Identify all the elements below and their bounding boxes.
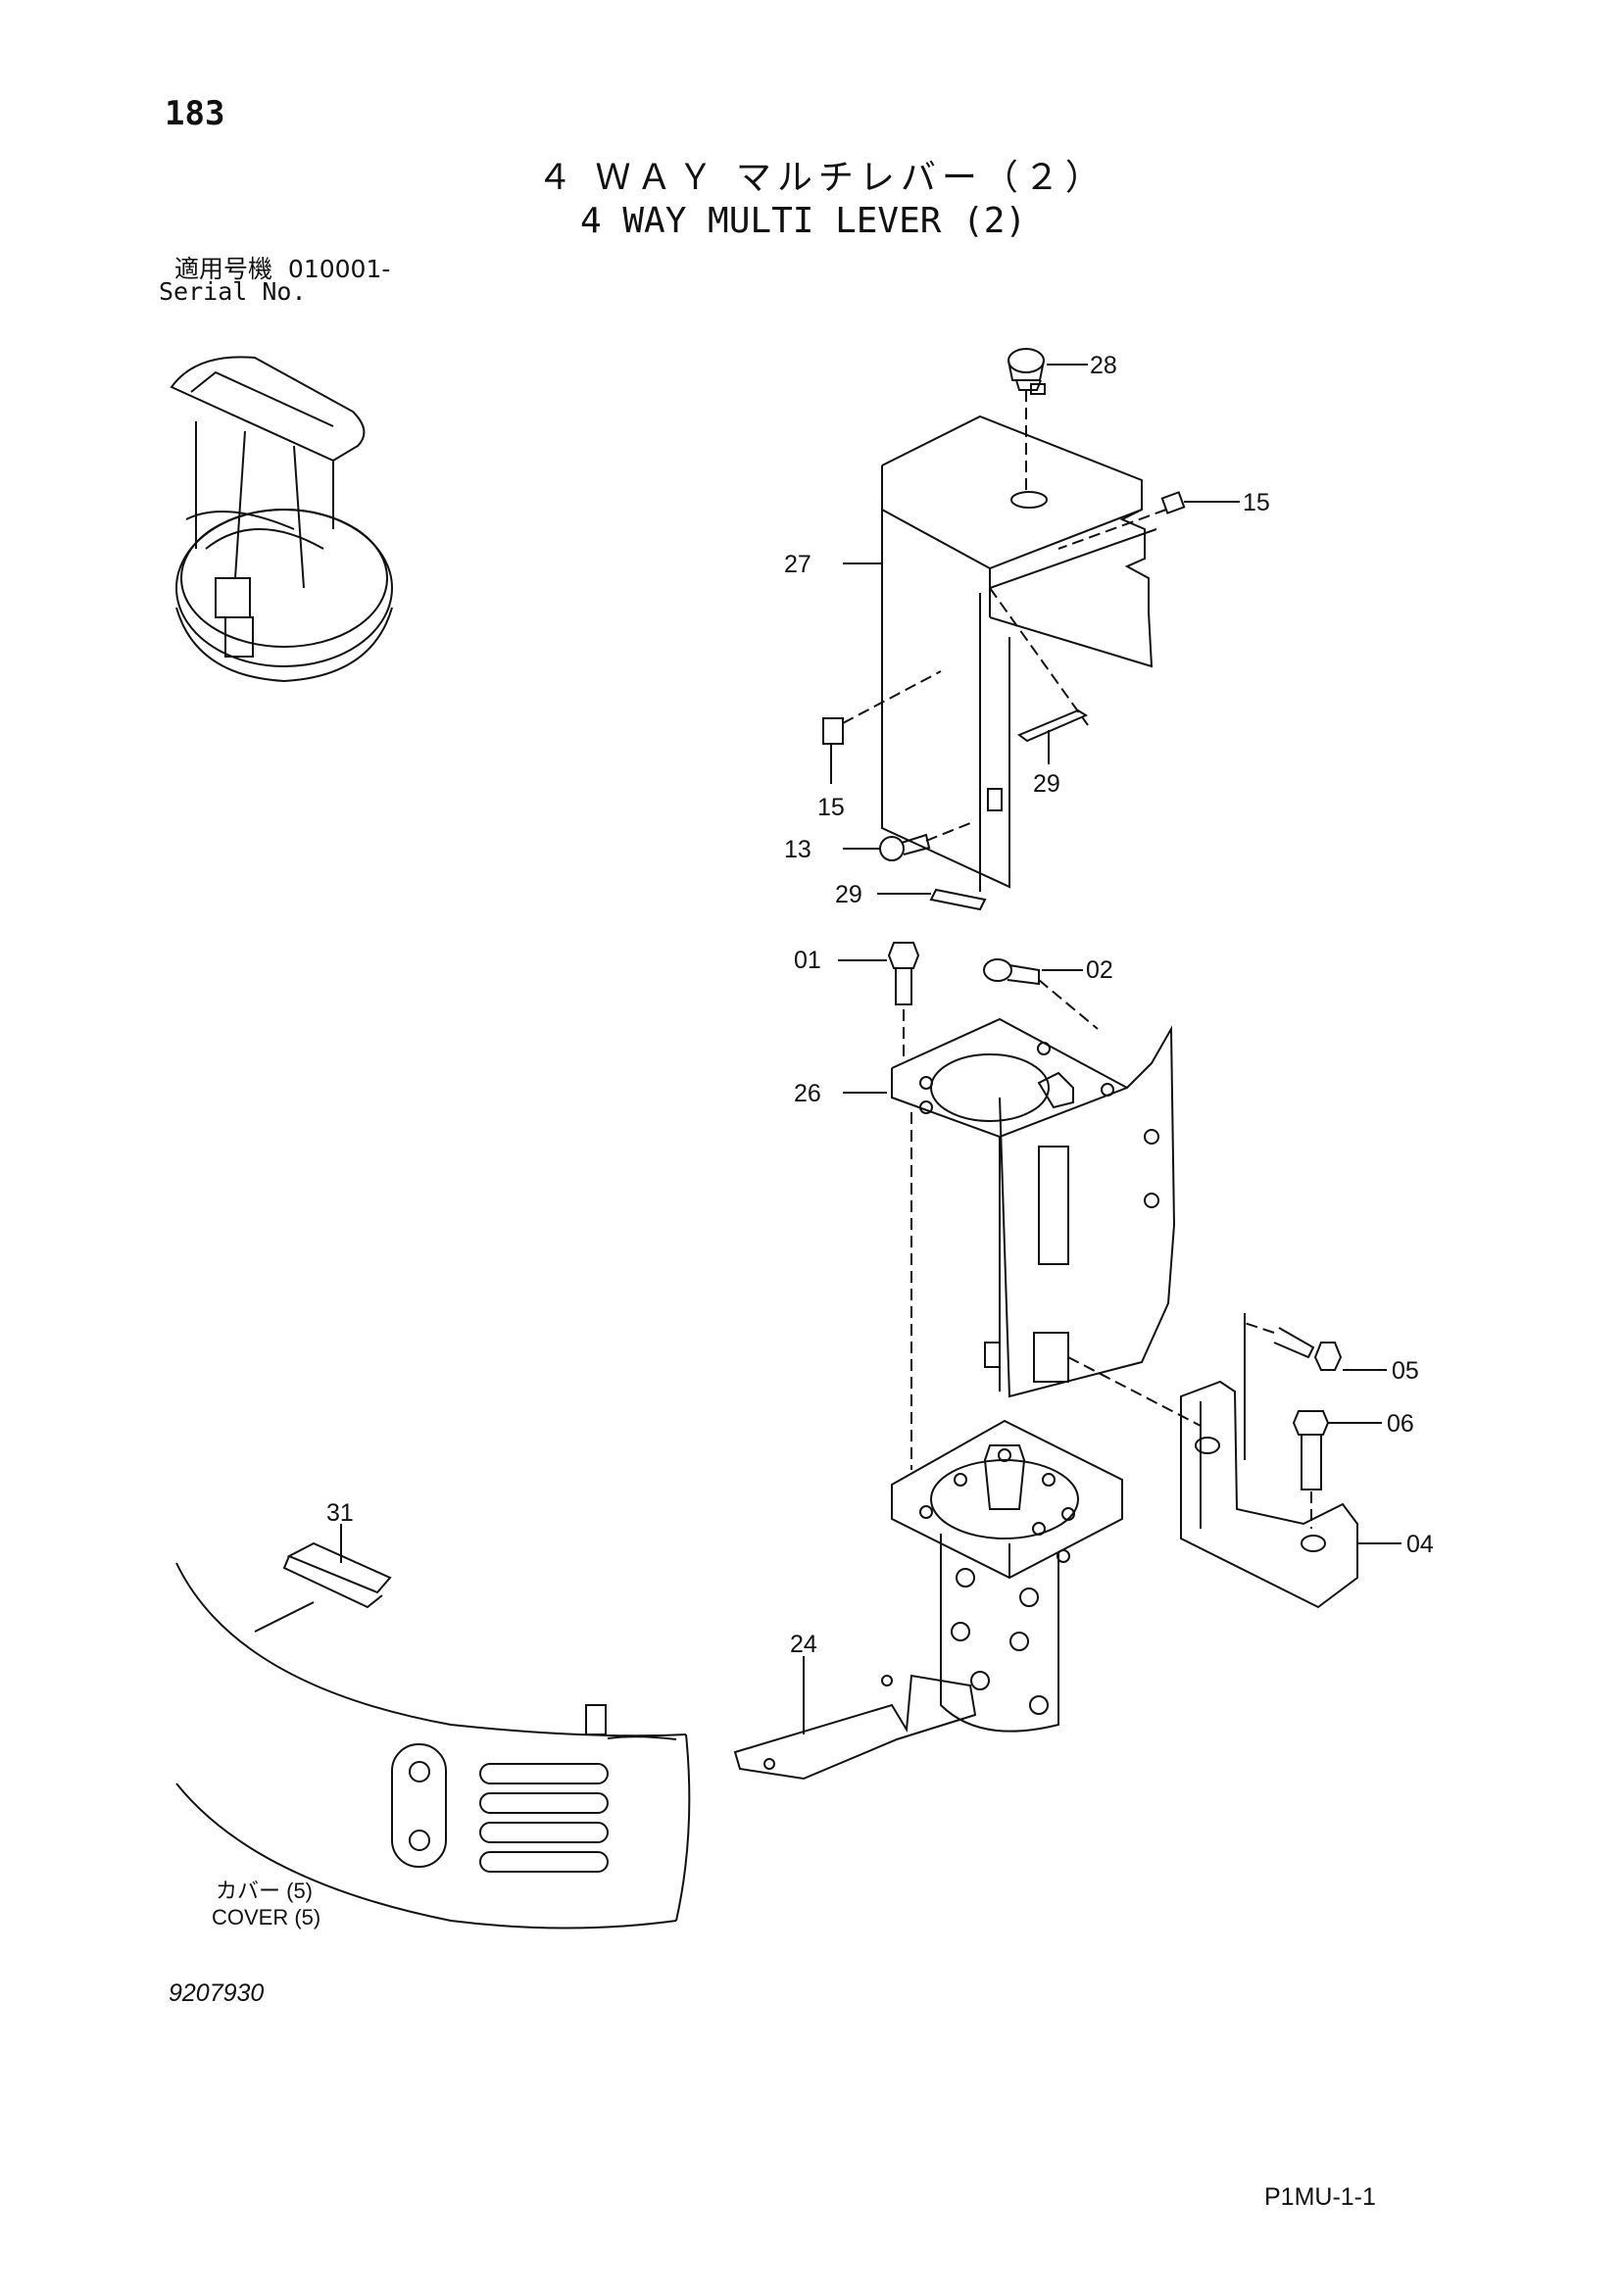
part-06-bolt: [1292, 1410, 1382, 1529]
callout-13: 13: [784, 836, 811, 863]
callout-24: 24: [790, 1631, 817, 1658]
serial-label-jp: 適用号機: [174, 255, 273, 283]
part-28-knob: [1008, 348, 1088, 395]
part-27-cover-panel: [843, 390, 1157, 892]
callout-02: 02: [1086, 956, 1113, 984]
part-15-clip-left: [822, 670, 942, 784]
cover-label-en: COVER (5): [212, 1905, 321, 1930]
callout-04: 04: [1406, 1531, 1434, 1558]
title-english: 4 WAY MULTI LEVER (2): [580, 201, 1027, 241]
callout-28: 28: [1090, 352, 1117, 379]
callout-29-lower: 29: [835, 881, 862, 908]
part-05-bolt: [1244, 1322, 1387, 1371]
callout-15-left: 15: [817, 794, 845, 821]
part-29-strip-upper: [1017, 708, 1089, 764]
part-26-bracket: [843, 1017, 1202, 1470]
callout-15-right: 15: [1243, 489, 1270, 516]
part-13-screw: [843, 822, 971, 861]
title-japanese: ４ ＷＡＹ マルチレバー（２）: [537, 158, 1106, 198]
callout-05: 05: [1392, 1357, 1419, 1385]
part-31-pad: [254, 1524, 392, 1633]
callout-27: 27: [784, 551, 811, 578]
page-number: 183: [165, 94, 225, 133]
part-15-clip-right: [1057, 491, 1240, 550]
part-02-bolt: [983, 958, 1099, 1030]
serial-label-en: Serial No.: [159, 277, 307, 306]
page-code: P1MU-1-1: [1264, 2183, 1376, 2211]
serial-value: 010001-: [287, 255, 391, 283]
document-number: 9207930: [169, 1979, 265, 2007]
callout-26: 26: [794, 1080, 821, 1107]
part-01-bolt: [838, 942, 920, 1063]
cover-5-panel: [175, 1562, 691, 1930]
callout-06: 06: [1387, 1410, 1414, 1438]
cover-label-jp: カバー (5): [216, 1879, 314, 1903]
callout-31: 31: [326, 1499, 354, 1527]
machine-thumbnail: [170, 356, 393, 683]
part-04-bracket: [1180, 1313, 1401, 1609]
part-callouts: 28 15 27 29 15 13 29 01 02 26 05 06 04 3…: [326, 352, 1434, 1658]
part-24-plate: [733, 1656, 977, 1781]
pilot-valve-body: [891, 1419, 1123, 1733]
serial-number-jp: 適用号機 010001-: [174, 250, 390, 285]
part-29-strip-lower: [877, 888, 987, 911]
callout-01: 01: [794, 947, 821, 974]
callout-29-upper: 29: [1033, 770, 1060, 798]
